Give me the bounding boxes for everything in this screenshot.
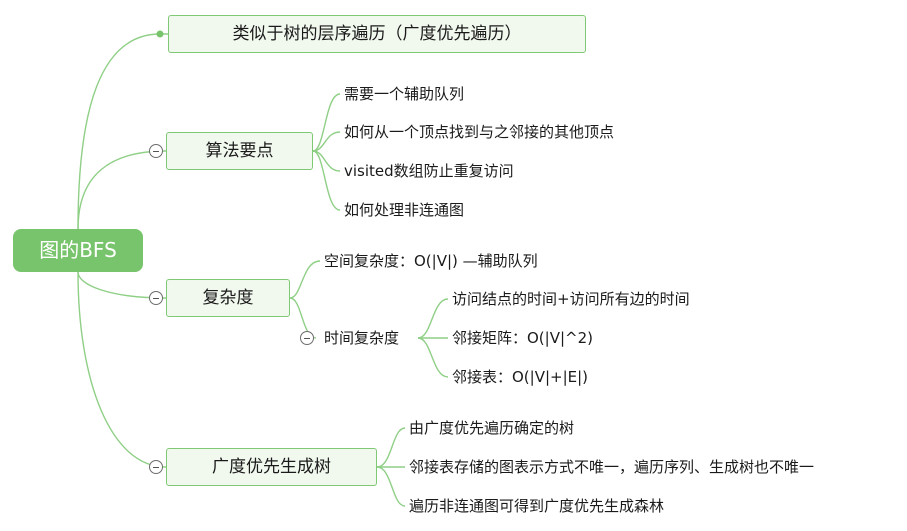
branch-spanning-tree[interactable]: 广度优先生成树 xyxy=(166,448,377,486)
leaf-visit-time[interactable]: 访问结点的时间+访问所有边的时间 xyxy=(452,290,690,308)
leaf-visited-array[interactable]: visited数组防止重复访问 xyxy=(344,162,514,180)
collapse-time-complexity-icon[interactable] xyxy=(300,331,314,345)
link-spanning-to-leaf-1 xyxy=(376,427,406,468)
leaf-tree-from-bfs[interactable]: 由广度优先遍历确定的树 xyxy=(409,419,575,437)
link-root-to-algorithm-points xyxy=(77,150,167,230)
link-spanning-to-leaf-3 xyxy=(376,466,406,507)
leaf-not-unique[interactable]: 邻接表存储的图表示方式不唯一，遍历序列、生成树也不唯一 xyxy=(409,458,815,476)
node-time-complexity[interactable]: 时间复杂度 xyxy=(324,329,400,347)
collapse-complexity-icon[interactable] xyxy=(149,291,163,305)
branch-algorithm-points[interactable]: 算法要点 xyxy=(166,132,313,170)
leaf-find-adjacent-vertex[interactable]: 如何从一个顶点找到与之邻接的其他顶点 xyxy=(344,123,615,141)
link-time-to-leaf-1 xyxy=(417,298,449,339)
link-complexity-to-space xyxy=(289,260,321,299)
collapse-algorithm-points-icon[interactable] xyxy=(149,144,163,158)
link-root-to-spanning-tree xyxy=(77,271,167,468)
leaf-disconnected-graph[interactable]: 如何处理非连通图 xyxy=(344,201,465,219)
branch-bfs-analogy[interactable]: 类似于树的层序遍历（广度优先遍历） xyxy=(168,15,586,53)
leaf-space-complexity[interactable]: 空间复杂度：O(|V|) —辅助队列 xyxy=(324,252,538,270)
branch-dot xyxy=(156,30,164,38)
link-time-to-leaf-3 xyxy=(417,337,449,378)
leaf-adjacency-list[interactable]: 邻接表：O(|V|+|E|) xyxy=(452,368,589,386)
link-root-to-bfs-analogy xyxy=(77,33,168,230)
link-algorithm-to-leaf-4 xyxy=(312,150,341,211)
link-algorithm-to-leaf-2 xyxy=(312,131,341,152)
root-node[interactable]: 图的BFS xyxy=(13,229,143,272)
leaf-spanning-forest[interactable]: 遍历非连通图可得到广度优先生成森林 xyxy=(409,497,665,515)
leaf-adjacency-matrix[interactable]: 邻接矩阵：O(|V|^2) xyxy=(452,329,593,347)
collapse-spanning-tree-icon[interactable] xyxy=(149,460,163,474)
branch-complexity[interactable]: 复杂度 xyxy=(166,279,290,317)
link-algorithm-to-leaf-1 xyxy=(312,93,341,152)
leaf-auxiliary-queue[interactable]: 需要一个辅助队列 xyxy=(344,85,465,103)
